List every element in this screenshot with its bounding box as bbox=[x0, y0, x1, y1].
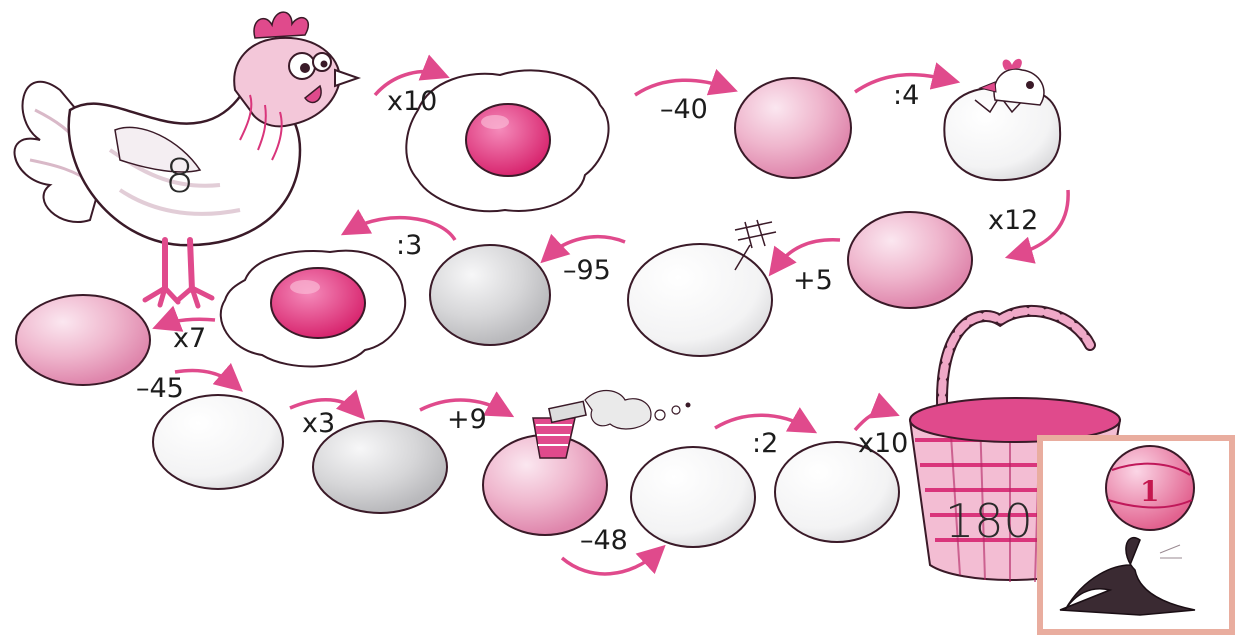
egg-with-cobweb bbox=[628, 220, 776, 356]
op-label-3: :4 bbox=[893, 82, 919, 109]
egg-pink-3 bbox=[16, 295, 150, 385]
op-label-11: +9 bbox=[447, 406, 487, 433]
egg-pink-1 bbox=[735, 78, 851, 178]
op-label-7: :3 bbox=[396, 232, 422, 259]
op-label-4: x12 bbox=[988, 207, 1038, 234]
start-value: 8 bbox=[165, 153, 194, 199]
op-label-8: x7 bbox=[173, 325, 206, 352]
egg-hatching-chick bbox=[944, 59, 1060, 180]
level-badge-frame bbox=[1040, 438, 1232, 632]
egg-grey-1 bbox=[430, 245, 550, 345]
op-label-5: +5 bbox=[793, 267, 833, 294]
egg-white-1 bbox=[153, 395, 283, 489]
op-label-14: x10 bbox=[858, 430, 908, 457]
end-value: 180 bbox=[945, 498, 1033, 544]
op-label-9: –45 bbox=[136, 375, 184, 402]
egg-pink-2 bbox=[848, 212, 972, 308]
op-label-12: –48 bbox=[580, 527, 628, 554]
egg-white-2 bbox=[631, 447, 755, 547]
op-label-6: –95 bbox=[563, 257, 611, 284]
op-label-10: x3 bbox=[302, 410, 335, 437]
op-label-13: :2 bbox=[752, 430, 778, 457]
op-label-1: x10 bbox=[387, 88, 437, 115]
fried-egg-2 bbox=[221, 251, 405, 367]
op-label-2: –40 bbox=[660, 96, 708, 123]
badge-number: 1 bbox=[1140, 478, 1159, 506]
